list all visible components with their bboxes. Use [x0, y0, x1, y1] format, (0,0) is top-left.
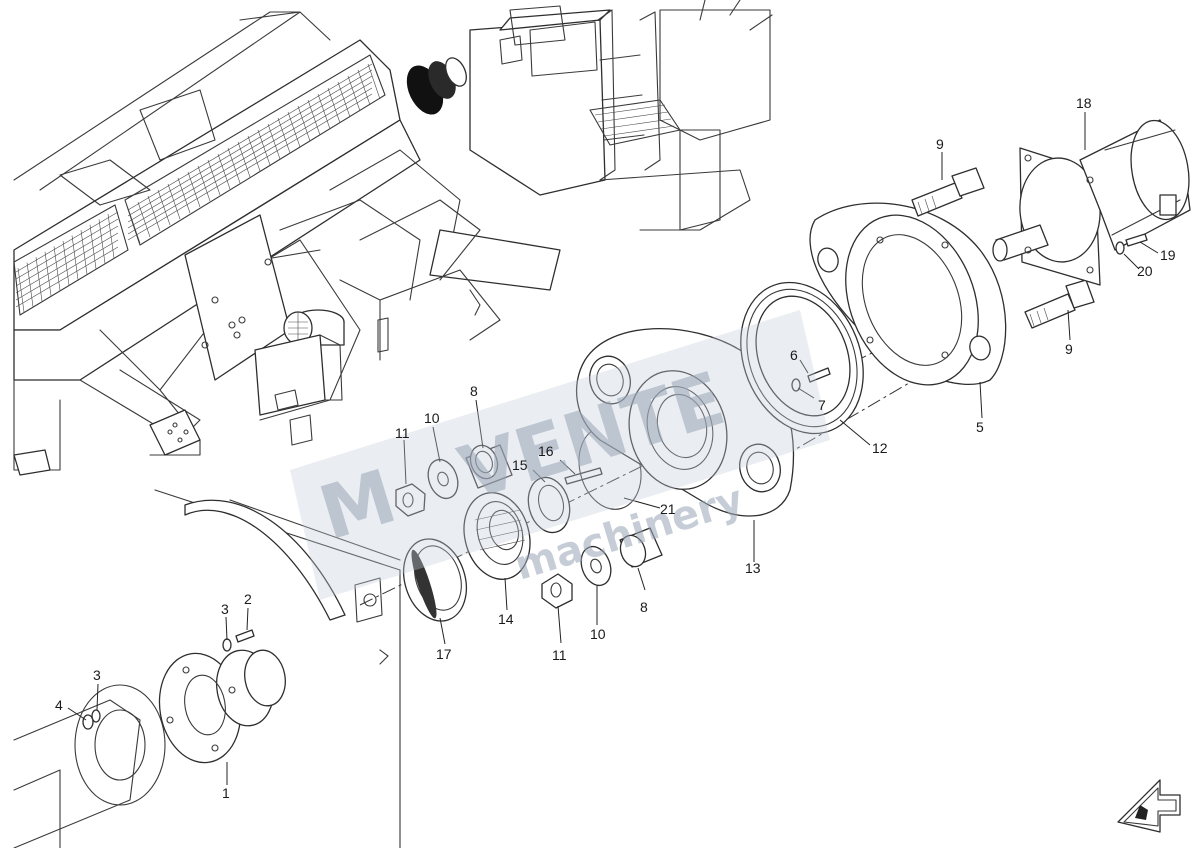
callout-9-lower: 9	[1065, 341, 1073, 357]
callout-8-upper: 8	[470, 383, 478, 399]
part-nut-lower	[541, 573, 573, 609]
callout-4: 4	[55, 697, 63, 713]
callout-17: 17	[436, 646, 452, 662]
callout-10-lower: 10	[590, 626, 606, 642]
callout-15: 15	[512, 457, 528, 473]
drive-coupling	[406, 57, 467, 115]
filler-cap	[283, 309, 345, 346]
part-bolt-upper	[911, 167, 985, 217]
callout-13: 13	[745, 560, 761, 576]
callout-6: 6	[790, 347, 798, 363]
callout-21: 21	[660, 501, 676, 517]
step-plate	[149, 409, 201, 456]
watermark: M VENTE machinery	[290, 310, 830, 600]
conveyor-grille-upper	[124, 54, 386, 246]
part-nut-upper	[395, 483, 426, 517]
callout-10-upper: 10	[424, 410, 440, 426]
callout-leaders	[67, 112, 1159, 785]
part-washer-lower	[580, 545, 612, 587]
conveyor-grille-lower	[13, 204, 129, 316]
part-hydraulic-motor	[992, 119, 1191, 286]
side-panel	[154, 489, 401, 848]
part-gasket	[740, 281, 864, 435]
part-bolt-lower	[1024, 279, 1095, 329]
callout-20: 20	[1137, 263, 1153, 279]
callout-8-lower: 8	[640, 599, 648, 615]
callout-labels: 1 2 3 3 4 5 6 7 8 8 9 9 10 10 11 11 12 1…	[55, 95, 1176, 801]
part-bearing	[463, 492, 531, 580]
callout-19: 19	[1160, 247, 1176, 263]
callout-2: 2	[244, 591, 252, 607]
part-flange-hub	[158, 649, 286, 764]
part-bushing-upper	[465, 444, 513, 489]
part-mounting-flange	[809, 202, 1007, 386]
callout-3-upper: 3	[221, 601, 229, 617]
part-bushing-lower	[619, 527, 663, 568]
engine-housing	[469, 5, 611, 196]
callout-1: 1	[222, 785, 230, 801]
part-pin	[564, 467, 603, 485]
part-motor-screw	[1115, 233, 1148, 255]
callout-16: 16	[538, 443, 554, 459]
base-mount	[13, 684, 166, 848]
callout-5: 5	[976, 419, 984, 435]
callout-14: 14	[498, 611, 514, 627]
callout-11-lower: 11	[552, 647, 567, 663]
part-washer-upper	[427, 458, 459, 500]
callout-12: 12	[872, 440, 888, 456]
callout-7: 7	[818, 397, 826, 413]
part-seal-ring	[403, 538, 467, 622]
watermark-band	[290, 310, 830, 600]
part-bolt-and-washers	[82, 629, 255, 730]
part-bearing-housing	[575, 328, 795, 517]
part-inner-race	[527, 476, 571, 534]
callout-3-lower: 3	[93, 667, 101, 683]
callout-9-upper: 9	[936, 136, 944, 152]
direction-arrow-icon	[1117, 779, 1181, 833]
machine-frame	[13, 0, 773, 476]
callout-18: 18	[1076, 95, 1092, 111]
callout-11-upper: 11	[395, 425, 410, 441]
